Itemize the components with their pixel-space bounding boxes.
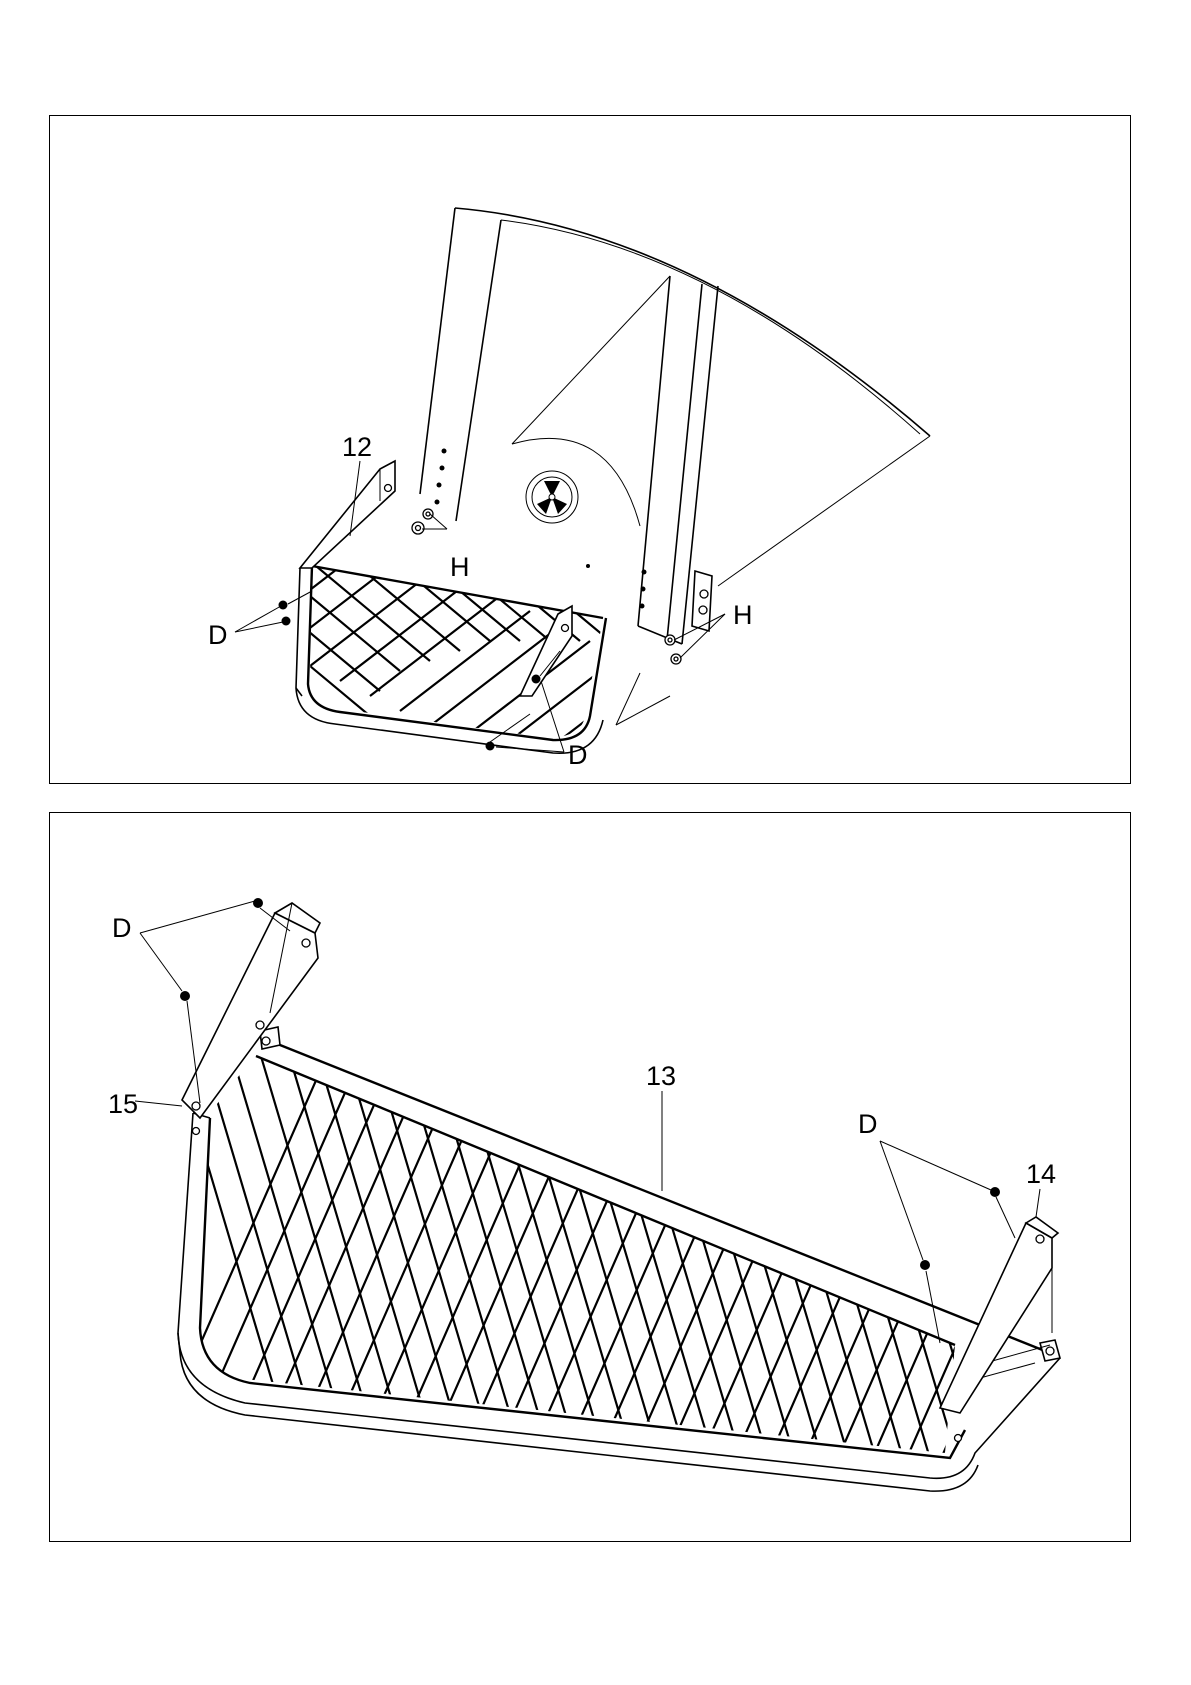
step-platform (220, 461, 710, 785)
label-h-right: H (733, 600, 753, 630)
platform-frame (178, 1027, 1060, 1491)
platform-mesh (170, 1003, 1040, 1543)
label-d-right: D (858, 1109, 878, 1139)
nut-h-right (616, 614, 725, 725)
label-d-left: D (208, 620, 228, 650)
fan-sheet (455, 208, 930, 586)
label-d-bottom: D (568, 740, 588, 770)
label-h-left: H (450, 552, 470, 582)
label-platform-13: 13 (646, 1061, 676, 1091)
center-disc (526, 471, 590, 568)
label-bracket-14: 14 (1026, 1159, 1056, 1189)
right-leg-post (638, 276, 718, 644)
label-d-left: D (112, 913, 132, 943)
leader-bracket-left (135, 1101, 182, 1106)
screw-d-left (235, 591, 312, 632)
label-bracket-15: 15 (108, 1089, 138, 1119)
nut-h-left (412, 509, 447, 534)
leader-bracket-right (1036, 1189, 1040, 1217)
left-leg-post (420, 208, 501, 521)
bottom-figure-panel: D D 15 13 14 (49, 812, 1131, 1542)
bottom-figure-drawing: D D 15 13 14 (50, 813, 1132, 1543)
top-figure-drawing: 12 H H D D (50, 116, 1132, 785)
top-figure-panel: 12 H H D D (49, 115, 1131, 784)
label-step-12: 12 (342, 432, 372, 462)
